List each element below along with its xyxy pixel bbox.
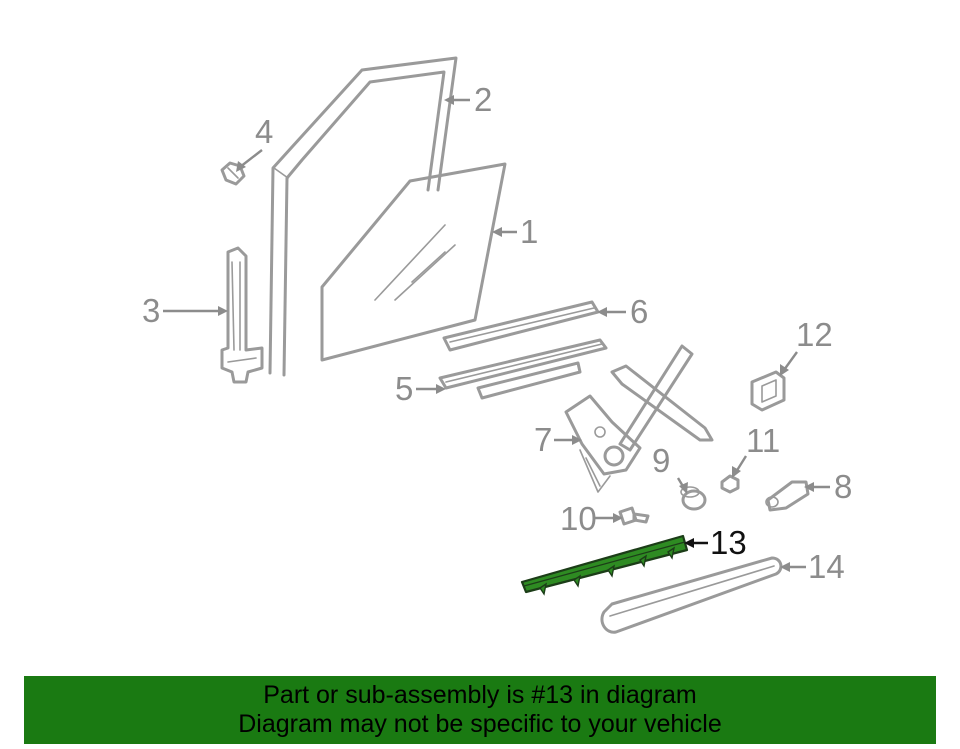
callout-9: 9 xyxy=(652,442,670,479)
part-7-window-regulator xyxy=(564,344,714,493)
callout-7: 7 xyxy=(534,421,552,458)
part-8-roller-guide xyxy=(765,480,810,512)
part-14-lower-molding xyxy=(600,556,783,634)
callout-1: 1 xyxy=(520,213,538,250)
callout-6: 6 xyxy=(630,293,648,330)
callout-2: 2 xyxy=(474,81,492,118)
part-6-belt-weatherstrip xyxy=(442,300,600,352)
banner-line-2: Diagram may not be specific to your vehi… xyxy=(238,710,722,738)
callout-4: 4 xyxy=(255,113,273,150)
callout-10: 10 xyxy=(560,500,597,537)
part-12-bracket xyxy=(750,370,786,412)
part-13-sash-channel-highlighted xyxy=(520,534,689,596)
callout-leaders xyxy=(163,95,830,572)
callout-11: 11 xyxy=(746,422,780,459)
parts-diagram: 1 2 3 4 5 6 7 8 9 10 11 12 13 14 xyxy=(142,56,852,634)
callout-13: 13 xyxy=(710,524,747,561)
part-1-door-glass xyxy=(320,162,507,362)
callout-5: 5 xyxy=(395,370,413,407)
part-3-guide-channel xyxy=(220,246,264,384)
callout-14: 14 xyxy=(808,548,845,585)
part-9-bumper xyxy=(680,486,707,511)
part-4-clip xyxy=(220,161,246,186)
callout-12: 12 xyxy=(796,316,833,353)
callout-3: 3 xyxy=(142,292,160,329)
part-2-run-channel xyxy=(268,56,458,377)
callout-8: 8 xyxy=(834,468,852,505)
banner-line-1: Part or sub-assembly is #13 in diagram xyxy=(263,681,697,709)
part-11-nut xyxy=(720,474,740,494)
part-5-inner-weatherstrip xyxy=(438,338,608,400)
info-banner: Part or sub-assembly is #13 in diagram D… xyxy=(24,676,936,744)
part-10-bolt xyxy=(618,506,650,526)
